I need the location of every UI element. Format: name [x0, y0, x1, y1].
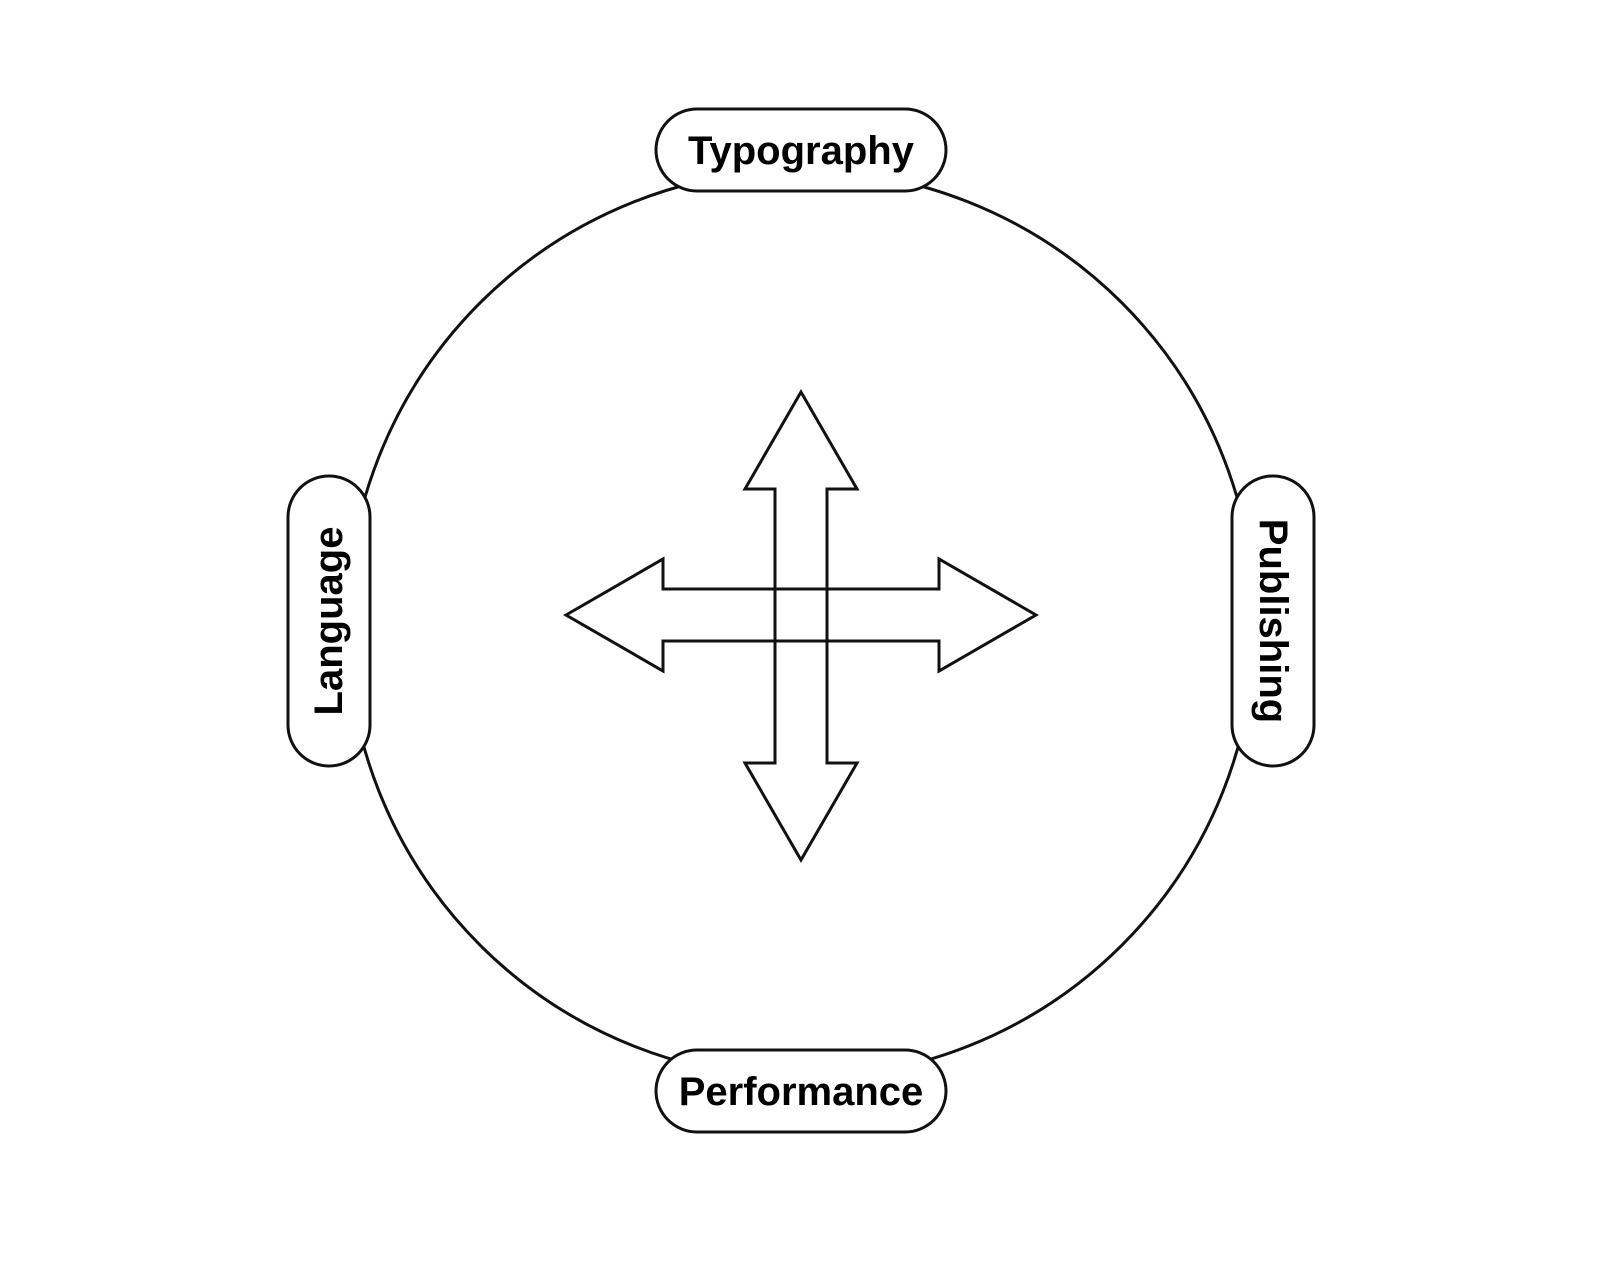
node-left-label: Language [307, 527, 351, 716]
node-top-label: Typography [688, 129, 915, 173]
node-right: Publishing [1230, 474, 1316, 768]
node-left-box [286, 474, 372, 768]
node-top-box [654, 107, 948, 193]
node-bottom-label: Performance [679, 1070, 924, 1114]
node-bottom-box [654, 1048, 948, 1134]
horizontal-double-arrow [562, 556, 1040, 674]
node-right-label: Publishing [1251, 519, 1295, 723]
node-left: Language [286, 474, 372, 768]
node-bottom: Performance [654, 1048, 948, 1134]
node-right-box [1230, 474, 1316, 768]
four-way-arrow-icon [562, 388, 1040, 864]
node-top: Typography [654, 107, 948, 193]
